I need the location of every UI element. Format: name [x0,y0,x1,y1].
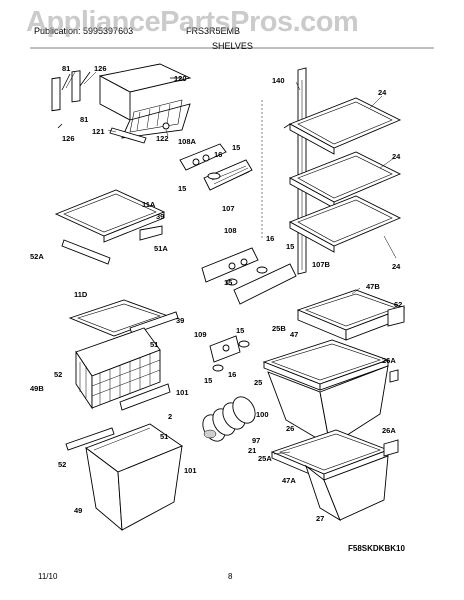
callout-39: 39 [156,212,165,221]
callout-108: 108 [224,226,237,235]
callout-120: 120 [174,74,187,83]
callout-16: 16 [214,150,223,159]
crisper-control-upper [179,143,253,191]
callout-11d: 11D [74,290,88,299]
callout-21: 21 [248,446,257,455]
callout-100: 100 [256,410,269,419]
wire-basket-assembly [68,299,179,411]
callout-27: 27 [316,514,325,523]
crisper-control-lower [201,247,297,305]
callout-121: 121 [92,127,105,136]
callout-26a: 26A [382,426,396,435]
crisper-cover-glass-upper [54,189,166,265]
callout-81: 81 [80,115,89,124]
callout-2: 2 [168,412,173,421]
callout-25b: 25B [272,324,286,333]
model-number: FRS3R5EMB [186,26,241,36]
callout-101: 101 [176,388,189,397]
footer-page-number: 8 [228,572,233,581]
footer-date: 11/10 [38,572,58,581]
callout-109: 109 [194,330,207,339]
callout-39: 39 [176,316,185,325]
diagram-code: F58SKDKBK10 [348,544,405,553]
callout-26a: 26A [382,356,396,365]
shelf-bracket-pair [51,70,91,129]
callout-81: 81 [62,64,71,73]
callout-47: 47 [290,330,299,339]
shelf-rail-and-glass-shelves [261,67,402,275]
callout-16: 16 [266,234,275,243]
callout-25a: 25A [258,454,272,463]
callout-108a: 108A [178,137,196,146]
callout-24: 24 [378,88,387,97]
callout-15: 15 [224,278,233,287]
callout-15: 15 [286,242,295,251]
callout-126: 126 [62,134,75,143]
crisper-control-right [209,335,250,372]
callout-101: 101 [184,466,197,475]
callout-107: 107 [222,204,235,213]
callout-52: 52 [58,460,67,469]
watermark-logo: AppliancePartsPros.com [26,6,359,38]
callout-52a: 52A [30,252,44,261]
callout-16: 16 [228,370,237,379]
callout-51a: 51A [154,244,168,253]
callout-107b: 107B [312,260,330,269]
callout-15: 15 [236,326,245,335]
callout-140: 140 [272,76,285,85]
callout-52: 52 [54,370,63,379]
callout-24: 24 [392,152,401,161]
callout-49b: 49B [30,384,44,393]
callout-49: 49 [74,506,83,515]
callout-51: 51 [150,340,159,349]
callout-25: 25 [254,378,263,387]
callout-47b: 47B [366,282,380,291]
callout-97: 97 [252,436,261,445]
lower-bin-assembly [65,423,183,532]
upper-shelf-assembly [98,63,192,144]
callout-15: 15 [232,143,241,152]
callout-47a: 47A [282,476,296,485]
section-title: SHELVES [212,41,253,51]
callout-15: 15 [178,184,187,193]
crisper-drawer-lower [270,429,399,522]
callout-15: 15 [204,376,213,385]
crisper-drawer-upper [262,289,406,447]
callout-26: 26 [286,424,295,433]
callout-126: 126 [94,64,107,73]
callout-62: 62 [394,300,403,309]
callout-122: 122 [156,134,169,143]
humidity-control-coil [202,396,256,442]
callout-51: 51 [160,432,169,441]
callout-24: 24 [392,262,401,271]
publication-number: Publication: 5995397603 [34,26,134,36]
callout-leaders [65,71,397,455]
callout-11a: 11A [142,200,156,209]
